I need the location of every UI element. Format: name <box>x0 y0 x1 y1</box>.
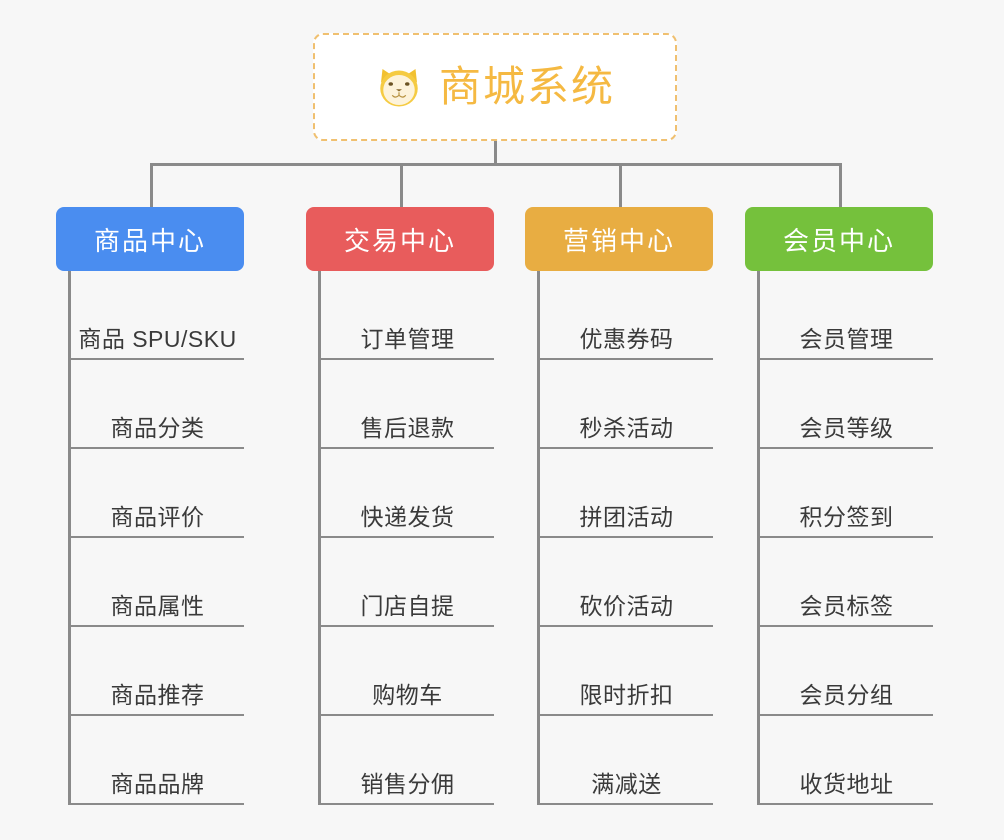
list-item[interactable]: 商品推荐 <box>71 627 244 716</box>
category-box-member-center[interactable]: 会员中心 <box>745 207 933 271</box>
leaf-label: 商品推荐 <box>110 682 205 709</box>
list-item[interactable]: 商品分类 <box>71 360 244 449</box>
trunk-vertical-connector <box>494 141 497 165</box>
leaf-label: 商品分类 <box>110 415 205 442</box>
list-item[interactable]: 商品 SPU/SKU <box>71 271 244 360</box>
branch-connector-trade-center <box>400 163 403 208</box>
list-item[interactable]: 会员分组 <box>760 627 933 716</box>
list-item[interactable]: 砍价活动 <box>540 538 713 627</box>
category-box-product-center[interactable]: 商品中心 <box>56 207 244 271</box>
list-item[interactable]: 会员等级 <box>760 360 933 449</box>
category-label: 会员中心 <box>782 225 895 256</box>
leaf-label: 商品品牌 <box>110 771 205 798</box>
list-item[interactable]: 售后退款 <box>321 360 494 449</box>
list-item[interactable]: 秒杀活动 <box>540 360 713 449</box>
branch-connector-member-center <box>839 163 842 208</box>
leaf-label: 订单管理 <box>360 326 455 353</box>
list-item[interactable]: 优惠券码 <box>540 271 713 360</box>
list-item[interactable]: 限时折扣 <box>540 627 713 716</box>
leaf-label: 会员等级 <box>799 415 894 442</box>
leaf-label: 售后退款 <box>360 415 455 442</box>
leaf-list-marketing-center: 优惠券码 秒杀活动 拼团活动 砍价活动 限时折扣 满减送 <box>537 271 713 805</box>
leaf-label: 门店自提 <box>360 593 455 620</box>
leaf-label: 秒杀活动 <box>579 415 674 442</box>
root-title: 商城系统 <box>438 63 615 110</box>
leaf-label: 会员分组 <box>799 682 894 709</box>
list-item[interactable]: 快递发货 <box>321 449 494 538</box>
leaf-label: 砍价活动 <box>579 593 674 620</box>
leaf-list-product-center: 商品 SPU/SKU 商品分类 商品评价 商品属性 商品推荐 商品品牌 <box>68 271 244 805</box>
list-item[interactable]: 收货地址 <box>760 716 933 805</box>
list-item[interactable]: 商品品牌 <box>71 716 244 805</box>
leaf-label: 销售分佣 <box>360 771 455 798</box>
list-item[interactable]: 满减送 <box>540 716 713 805</box>
column-trade-center: 交易中心 订单管理 售后退款 快递发货 门店自提 购物车 销售分佣 <box>306 207 494 805</box>
list-item[interactable]: 商品属性 <box>71 538 244 627</box>
leaf-list-member-center: 会员管理 会员等级 积分签到 会员标签 会员分组 收货地址 <box>757 271 933 805</box>
list-item[interactable]: 会员标签 <box>760 538 933 627</box>
trunk-horizontal-connector <box>150 163 840 166</box>
list-item[interactable]: 积分签到 <box>760 449 933 538</box>
list-item[interactable]: 商品评价 <box>71 449 244 538</box>
leaf-label: 会员管理 <box>799 326 894 353</box>
leaf-label: 拼团活动 <box>579 504 674 531</box>
leaf-label: 商品 SPU/SKU <box>78 326 237 353</box>
leaf-list-trade-center: 订单管理 售后退款 快递发货 门店自提 购物车 销售分佣 <box>318 271 494 805</box>
leaf-label: 商品属性 <box>110 593 205 620</box>
leaf-label: 商品评价 <box>110 504 205 531</box>
column-product-center: 商品中心 商品 SPU/SKU 商品分类 商品评价 商品属性 商品推荐 商品品牌 <box>56 207 244 805</box>
leaf-label: 满减送 <box>591 771 662 798</box>
list-item[interactable]: 拼团活动 <box>540 449 713 538</box>
leaf-label: 购物车 <box>372 682 443 709</box>
shiba-dog-face-icon <box>380 69 418 107</box>
column-member-center: 会员中心 会员管理 会员等级 积分签到 会员标签 会员分组 收货地址 <box>745 207 933 805</box>
leaf-label: 收货地址 <box>799 771 894 798</box>
leaf-label: 快递发货 <box>360 504 455 531</box>
column-marketing-center: 营销中心 优惠券码 秒杀活动 拼团活动 砍价活动 限时折扣 满减送 <box>525 207 713 805</box>
leaf-label: 会员标签 <box>799 593 894 620</box>
leaf-label: 积分签到 <box>799 504 894 531</box>
leaf-label: 限时折扣 <box>579 682 674 709</box>
list-item[interactable]: 购物车 <box>321 627 494 716</box>
branch-connector-product-center <box>150 163 153 208</box>
category-box-trade-center[interactable]: 交易中心 <box>306 207 494 271</box>
leaf-label: 优惠券码 <box>579 326 674 353</box>
list-item[interactable]: 销售分佣 <box>321 716 494 805</box>
category-label: 商品中心 <box>93 225 206 256</box>
list-item[interactable]: 订单管理 <box>321 271 494 360</box>
category-label: 营销中心 <box>562 225 675 256</box>
branch-connector-marketing-center <box>619 163 622 208</box>
category-box-marketing-center[interactable]: 营销中心 <box>525 207 713 271</box>
root-node[interactable]: 商城系统 <box>313 33 677 141</box>
list-item[interactable]: 门店自提 <box>321 538 494 627</box>
category-label: 交易中心 <box>343 225 456 256</box>
list-item[interactable]: 会员管理 <box>760 271 933 360</box>
